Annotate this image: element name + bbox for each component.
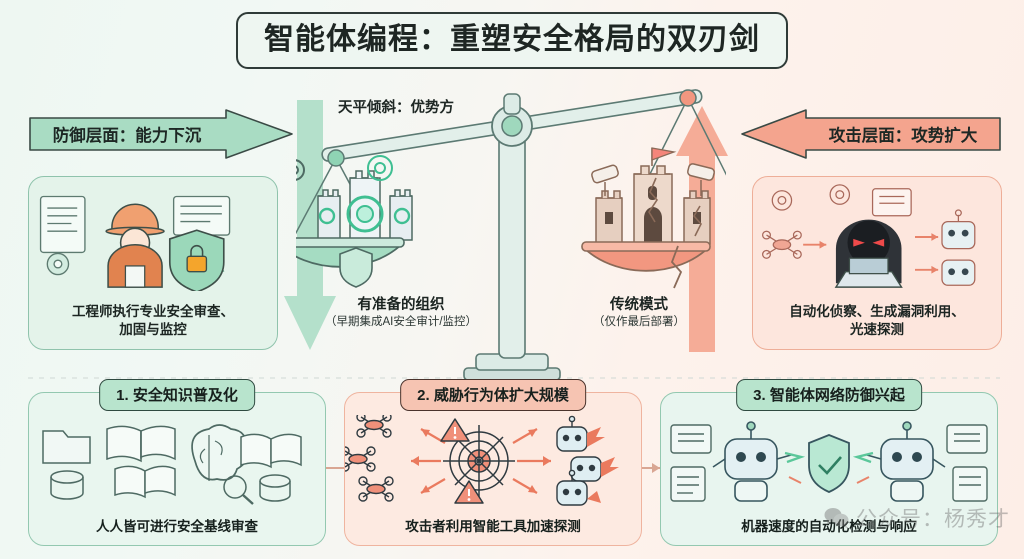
card-defense-caption: 工程师执行专业安全审查、 加固与监控: [37, 303, 269, 340]
shield-lock-icon: [168, 229, 225, 291]
bottom-card-2-heading: 2. 威胁行为体扩大规模: [400, 379, 586, 411]
bottom-card-3: 3. 智能体网络防御兴起: [660, 379, 998, 546]
cracked-castle-icon: [591, 147, 715, 245]
threat-scale-illustration: [345, 415, 619, 506]
arrow-left-icon: [741, 109, 1001, 159]
bottom-card-3-heading: 3. 智能体网络防御兴起: [736, 379, 922, 411]
cctv-camera-icon: [591, 163, 715, 196]
document-icon: [670, 466, 706, 502]
drone-icon: [345, 415, 394, 502]
card-defense-caption-line2: 加固与监控: [119, 322, 187, 338]
card-attack-caption-line1: 自动化侦察、生成漏洞利用、: [789, 303, 965, 319]
target-icon: [771, 190, 793, 211]
watermark-text: 公众号：杨秀才: [856, 508, 1010, 531]
page-title: 智能体编程：重塑安全格局的双刃剑: [236, 12, 788, 69]
scale-left-pan-title: 有准备的组织: [357, 297, 445, 313]
knowledge-illustration: [42, 424, 302, 505]
scale-left-pan-label: 有准备的组织 （早期集成AI安全审计/监控）: [281, 296, 521, 330]
laptop-icon: [834, 257, 903, 288]
gear-icon: [296, 155, 393, 181]
database-icon: [259, 474, 291, 502]
bottom-card-3-caption: 机器速度的自动化检测与响应: [741, 519, 917, 534]
banner-attack: 攻击层面：攻势扩大: [740, 108, 1002, 160]
card-defense-caption-line1: 工程师执行专业安全审查、: [72, 303, 234, 319]
shield-icon: [808, 434, 850, 493]
page-title-text: 智能体编程：重塑安全格局的双刃剑: [264, 23, 760, 56]
database-icon: [50, 470, 84, 500]
bottom-card-1-heading-text: 1. 安全知识普及化: [116, 387, 238, 404]
monitor-icon: [871, 188, 912, 217]
balance-scale: [296, 89, 726, 381]
bottom-card-3-heading-text: 3. 智能体网络防御兴起: [753, 387, 905, 404]
scale-left-pan-sub: （早期集成AI安全审计/监控）: [324, 316, 478, 329]
watermark: 公众号：杨秀才: [824, 503, 1010, 533]
card-defense: 工程师执行专业安全审查、 加固与监控: [28, 176, 278, 350]
warning-icon: [440, 418, 484, 504]
banner-defense-label: 防御层面：能力下沉: [52, 127, 202, 145]
wechat-icon: [824, 508, 849, 529]
scale-right-pan-label: 传统模式 （仅作最后部署）: [519, 296, 759, 330]
card-attack-caption: 自动化侦察、生成漏洞利用、 光速探测: [761, 303, 993, 340]
bottom-card-1-caption: 人人皆可进行安全基线审查: [96, 519, 258, 534]
drone-icon: [762, 230, 802, 259]
bottom-card-2-caption: 攻击者利用智能工具加速探测: [405, 519, 581, 534]
bottom-card-1: 1. 安全知识普及化: [28, 379, 326, 546]
monitor-icon: [946, 424, 988, 454]
arrow-right-icon: [29, 109, 293, 159]
document-icon: [952, 466, 988, 502]
card-attack: 自动化侦察、生成漏洞利用、 光速探测: [752, 176, 1002, 350]
target-icon: [443, 425, 515, 497]
robot-icon: [556, 415, 619, 506]
bottom-card-2: 2. 威胁行为体扩大规模: [344, 379, 642, 546]
card-attack-caption-line2: 光速探测: [850, 322, 904, 338]
fortified-castle-icon: [317, 170, 413, 241]
scale-note: 天平倾斜：优势方: [338, 100, 454, 116]
book-icon: [114, 465, 176, 499]
defense-illustration: [39, 195, 231, 291]
robot-icon: [941, 259, 976, 286]
bottom-card-1-heading: 1. 安全知识普及化: [99, 379, 255, 411]
brain-icon: [191, 424, 248, 481]
book-icon: [240, 433, 302, 469]
monitor-icon: [670, 424, 712, 454]
shield-icon: [339, 247, 373, 288]
bottom-card-2-heading-text: 2. 威胁行为体扩大规模: [417, 387, 569, 404]
down-arrow-icon: [284, 100, 336, 350]
book-icon: [106, 425, 176, 463]
document-icon: [39, 195, 86, 254]
banner-attack-label: 攻击层面：攻势扩大: [828, 127, 978, 145]
attack-illustration: [762, 184, 976, 288]
engineer-icon: [105, 203, 165, 288]
scale-right-pan-sub: （仅作最后部署）: [593, 316, 685, 329]
robot-icon: [712, 421, 792, 502]
magnifier-icon: [223, 475, 254, 505]
banner-defense: 防御层面：能力下沉: [28, 108, 296, 160]
robot-icon: [941, 209, 976, 250]
folder-icon: [42, 430, 91, 464]
scale-right-pan-title: 传统模式: [610, 297, 668, 313]
agentic-defense-illustration: [670, 421, 988, 502]
robot-icon: [866, 421, 946, 502]
